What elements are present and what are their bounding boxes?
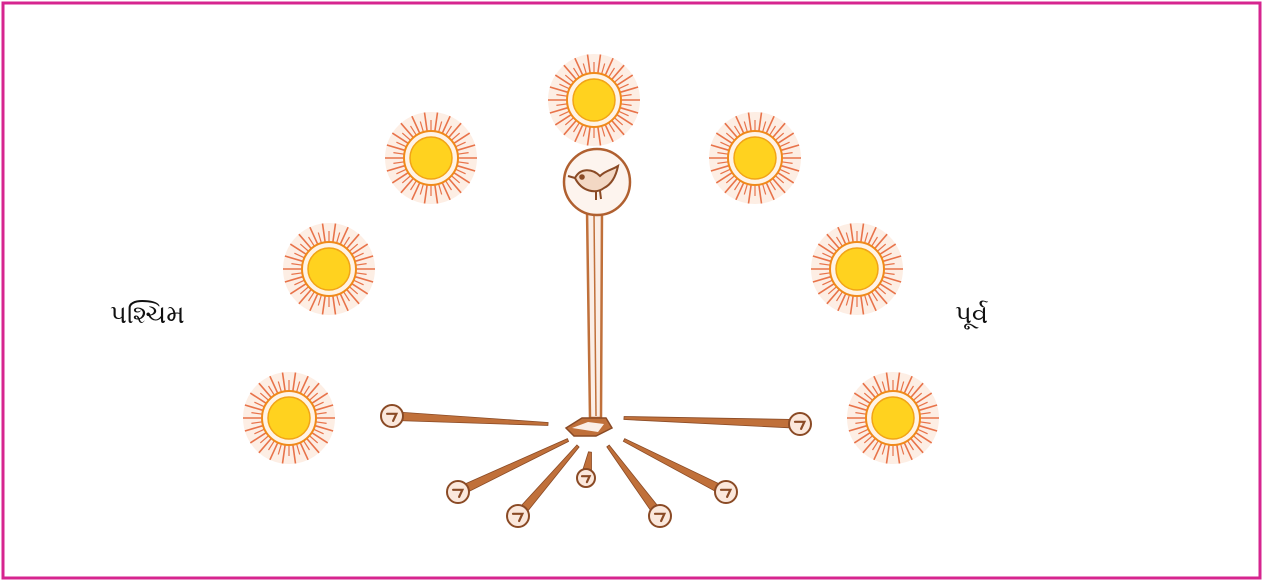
east-label: પૂર્વ: [955, 300, 988, 330]
peg-west-icon: [381, 405, 548, 427]
sun-east-2-icon: [811, 223, 903, 315]
peg-southwest-1-icon: [447, 439, 569, 503]
central-pole: [564, 149, 630, 418]
peg-east-icon: [624, 413, 811, 435]
central-hub: [566, 418, 612, 436]
sun-west-3-icon: [385, 112, 477, 204]
sun-noon-icon: [548, 54, 640, 146]
sun-west-1-icon: [243, 372, 335, 464]
peg-south-icon: [577, 452, 595, 487]
sun-east-3-icon: [709, 112, 801, 204]
sun-east-1-icon: [847, 372, 939, 464]
peg-southwest-2-icon: [507, 445, 579, 527]
sun-west-2-icon: [283, 223, 375, 315]
west-label: પશ્ચિમ: [110, 300, 185, 330]
